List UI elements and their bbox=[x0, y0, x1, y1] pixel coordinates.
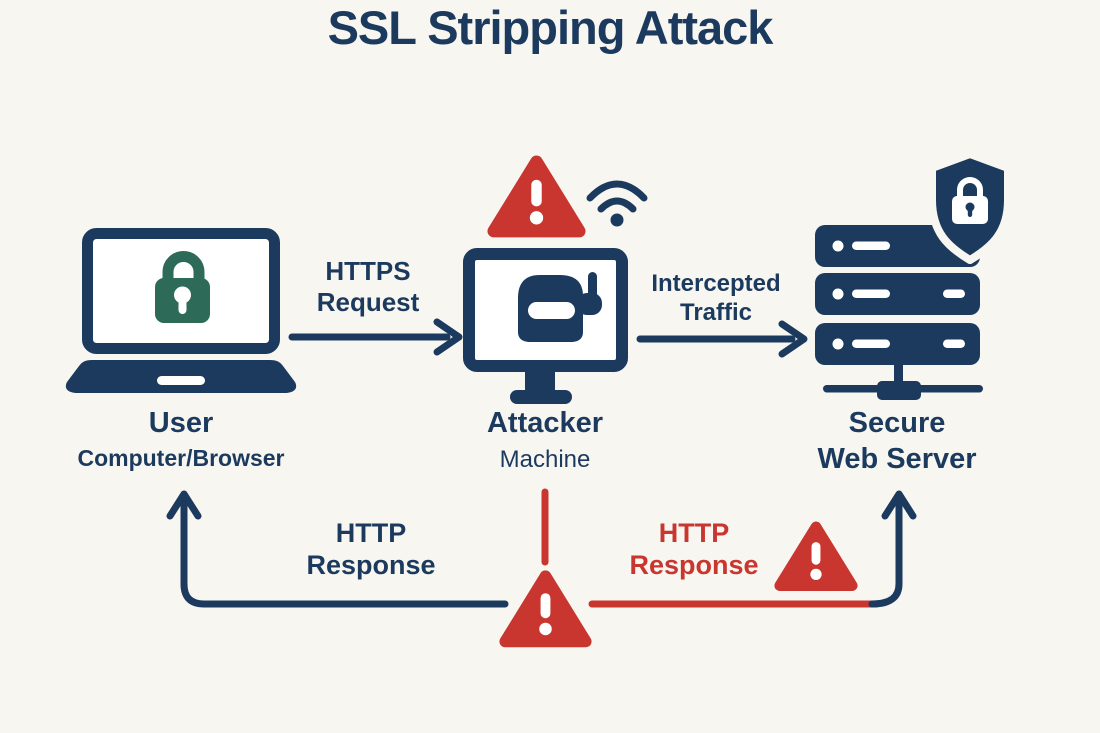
attacker-label: Attacker bbox=[486, 407, 604, 439]
shield-lock-icon bbox=[928, 150, 1012, 264]
https-request-arrowhead bbox=[433, 318, 463, 356]
http-response-server-curve bbox=[868, 496, 903, 608]
attacker-tap-dashed-line bbox=[541, 488, 880, 608]
https-request-label: HTTPS Request bbox=[316, 256, 420, 318]
laptop-icon bbox=[65, 228, 297, 393]
attacker-sublabel: Machine bbox=[499, 446, 591, 473]
page-title: SSL Stripping Attack bbox=[327, 1, 774, 54]
http-response-server-arrowhead bbox=[881, 490, 917, 520]
warning-triangle-icon bbox=[774, 517, 858, 593]
http-response-user-label: HTTP Response bbox=[306, 518, 436, 581]
warning-triangle-icon bbox=[499, 566, 592, 649]
http-response-user-arrowhead bbox=[166, 490, 202, 520]
spy-head-icon bbox=[518, 272, 602, 342]
wifi-icon bbox=[586, 180, 648, 227]
user-label: User bbox=[148, 407, 214, 439]
intercepted-traffic-arrowhead bbox=[778, 320, 808, 358]
lock-icon bbox=[155, 251, 210, 323]
user-sublabel: Computer/Browser bbox=[77, 445, 285, 471]
warning-triangle-icon bbox=[487, 151, 586, 239]
monitor-spy-icon bbox=[463, 248, 628, 404]
http-response-server-label: HTTP Response bbox=[629, 518, 759, 581]
server-label: Secure bbox=[848, 407, 946, 439]
intercepted-traffic-label: Intercepted Traffic bbox=[651, 270, 781, 326]
server-sublabel: Web Server bbox=[817, 443, 977, 475]
http-response-user-line bbox=[180, 496, 509, 608]
